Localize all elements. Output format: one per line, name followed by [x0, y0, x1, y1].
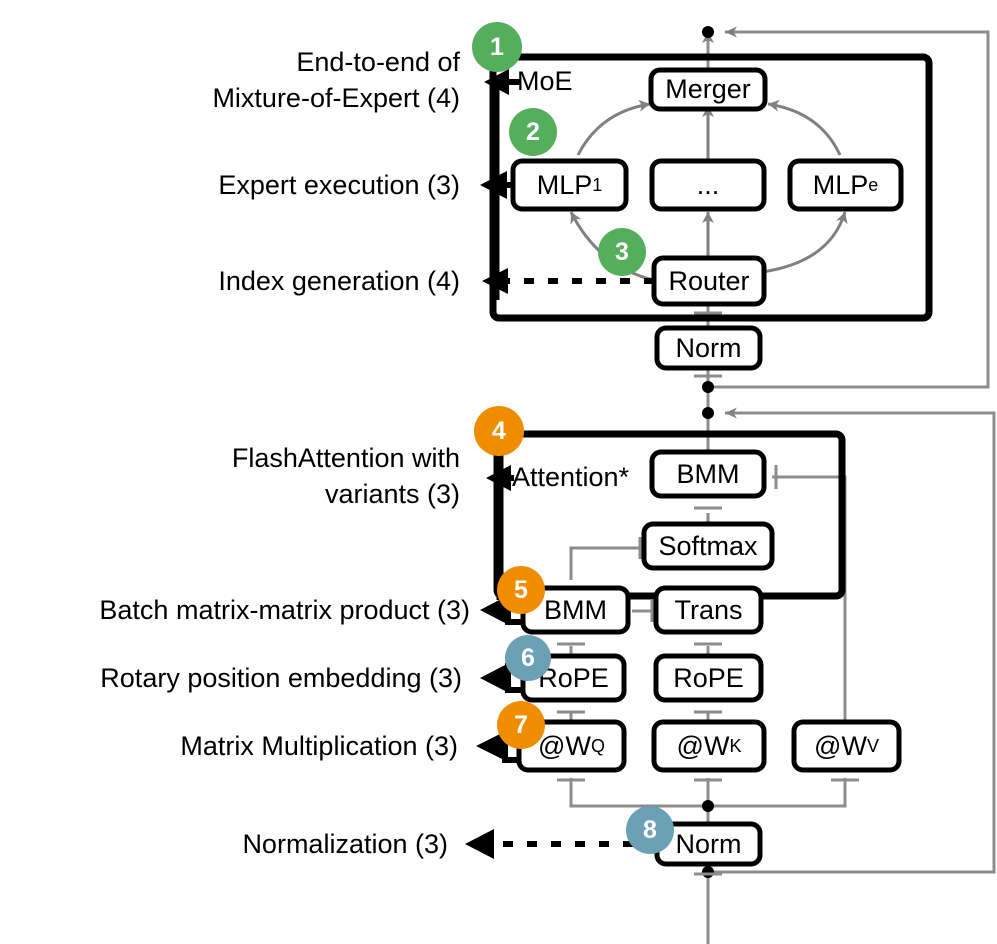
- node-label-rope-k[interactable]: RoPE: [673, 662, 744, 693]
- node-label-merger[interactable]: Merger: [665, 74, 751, 104]
- label-bmm: Batch matrix-matrix product (3): [99, 595, 470, 625]
- arrow-router-to-mlpe: [761, 211, 848, 274]
- flow-wv-branch: [708, 778, 847, 808]
- wv-sub: V: [866, 735, 879, 756]
- node-label-bmm-low[interactable]: BMM: [544, 594, 607, 625]
- junction-dots: [702, 26, 714, 878]
- dot-top-spine: [702, 26, 714, 38]
- node-label-router[interactable]: Router: [668, 265, 750, 296]
- wv-base: @W: [814, 730, 867, 761]
- wq-base: @W: [538, 730, 591, 761]
- arrowhead-index: [482, 268, 508, 294]
- dot-after-norm-mid: [702, 381, 714, 393]
- badge-7[interactable]: 7: [497, 701, 545, 749]
- badge-6[interactable]: 6: [505, 635, 551, 681]
- box-wk: [651, 719, 767, 773]
- badge-5[interactable]: 5: [497, 566, 545, 614]
- arrowhead-moe: [484, 69, 509, 95]
- badge-1[interactable]: 1: [472, 22, 522, 72]
- arrowhead-rope: [480, 664, 507, 692]
- flow-wq-branch: [569, 778, 708, 808]
- arrowhead-matmul: [476, 732, 504, 760]
- arrowhead-norm: [465, 829, 494, 859]
- group-label-attention: -Attention*: [503, 462, 630, 492]
- label-expert-execution: Expert execution (3): [218, 170, 460, 200]
- node-label-norm-bot[interactable]: Norm: [675, 828, 742, 859]
- wk-sub: K: [729, 735, 742, 756]
- mlp-e-base: MLP: [812, 169, 869, 200]
- box-bmm-top: [649, 449, 767, 499]
- badge-2[interactable]: 2: [509, 108, 557, 156]
- label-normalization: Normalization (3): [242, 829, 448, 859]
- mlp-1-sub: 1: [592, 174, 603, 195]
- line-caps: [557, 311, 859, 876]
- dot-bottom-spine: [702, 866, 714, 878]
- box-rope-k: [653, 653, 764, 703]
- box-mlp-dots: [649, 158, 767, 212]
- node-label-trans[interactable]: Trans: [674, 594, 743, 625]
- residual-connections: [708, 26, 996, 874]
- box-norm-mid: [654, 325, 763, 371]
- residual-mlp-skip: [708, 407, 996, 874]
- label-index-generation: Index generation (4): [218, 266, 460, 296]
- arrowhead-expert: [480, 171, 507, 199]
- arrow-mlpe-to-merger: [767, 99, 842, 156]
- arrow-mlp1-to-merger: [576, 99, 651, 156]
- arrowhead-attention: [486, 465, 511, 491]
- flow-bmm-low-to-softmax: [569, 546, 643, 580]
- box-trans: [653, 585, 764, 635]
- badge-8[interactable]: 8: [626, 806, 674, 854]
- badge-3[interactable]: 3: [598, 228, 646, 276]
- label-flashattention: FlashAttention with variants (3): [231, 443, 460, 509]
- box-merger: [648, 67, 768, 112]
- label-rope: Rotary position embedding (3): [100, 663, 462, 693]
- node-boxes: [510, 67, 904, 867]
- group-label-moe: -MoE: [508, 66, 573, 96]
- node-label-softmax[interactable]: Softmax: [658, 530, 758, 561]
- mlp-1-base: MLP: [536, 169, 593, 200]
- badge-4[interactable]: 4: [474, 406, 524, 456]
- mlp-e-sub: e: [868, 174, 879, 195]
- node-label-rope-q[interactable]: RoPE: [538, 662, 609, 693]
- label-matmul: Matrix Multiplication (3): [180, 731, 458, 761]
- node-label-bmm-top[interactable]: BMM: [676, 458, 740, 489]
- wq-sub: Q: [590, 735, 605, 756]
- box-wv: [791, 719, 902, 773]
- node-label-norm-mid[interactable]: Norm: [675, 332, 742, 363]
- box-softmax: [641, 521, 775, 571]
- dot-w-merge: [702, 800, 714, 812]
- node-label-mlp-dots[interactable]: ...: [696, 169, 720, 200]
- dot-attn-input: [702, 407, 714, 419]
- label-end-to-end-moe: End-to-end of Mixture-of-Expert (4): [212, 47, 460, 113]
- residual-attention-skip: [708, 26, 990, 389]
- box-mlp-e: [787, 158, 904, 212]
- wk-base: @W: [676, 730, 730, 761]
